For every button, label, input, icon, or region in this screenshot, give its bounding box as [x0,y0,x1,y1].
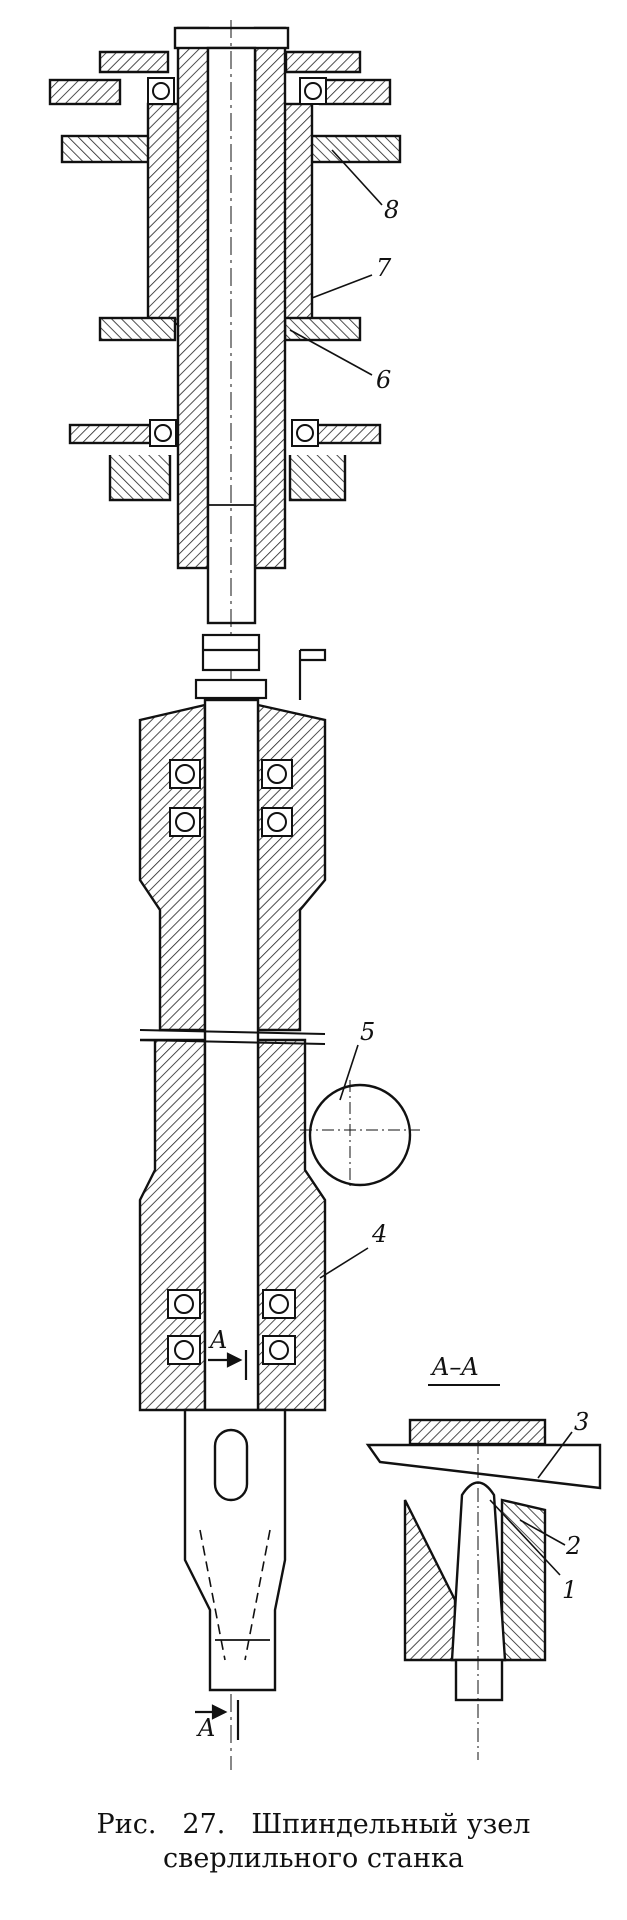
figure-caption-line2: сверлильного станка [163,1843,464,1874]
figure-caption-line1: Рис. 27. Шпиндельный узел [0,1808,627,1842]
callout-2: 2 [566,1532,582,1560]
callout-7: 7 [376,254,392,282]
section-mark-lower [195,1700,240,1740]
spindle-nose [183,1408,287,1692]
caption-prefix: Рис. [96,1809,157,1840]
section-mark-upper [208,1350,248,1380]
callout-8: 8 [384,196,400,224]
leader-lines [289,149,573,1576]
spindle-assembly-drawing [48,20,602,1770]
section-title: A–A [432,1353,479,1381]
feed-pinion [300,1080,420,1190]
caption-title-line1: Шпиндельный узел [251,1809,531,1840]
section-a-a [365,1384,602,1760]
upper-gear-head [48,50,402,502]
section-mark-upper-label: A [210,1326,228,1354]
upper-bearings [147,77,327,447]
callout-5: 5 [360,1018,376,1046]
section-mark-lower-label: A [198,1714,216,1742]
callout-3: 3 [574,1408,590,1436]
spline-coupling [194,633,327,700]
callout-1: 1 [562,1576,578,1604]
callout-4: 4 [372,1220,388,1248]
caption-number: 27. [182,1809,226,1840]
callout-6: 6 [376,366,392,394]
housing-bearings [167,759,296,1365]
